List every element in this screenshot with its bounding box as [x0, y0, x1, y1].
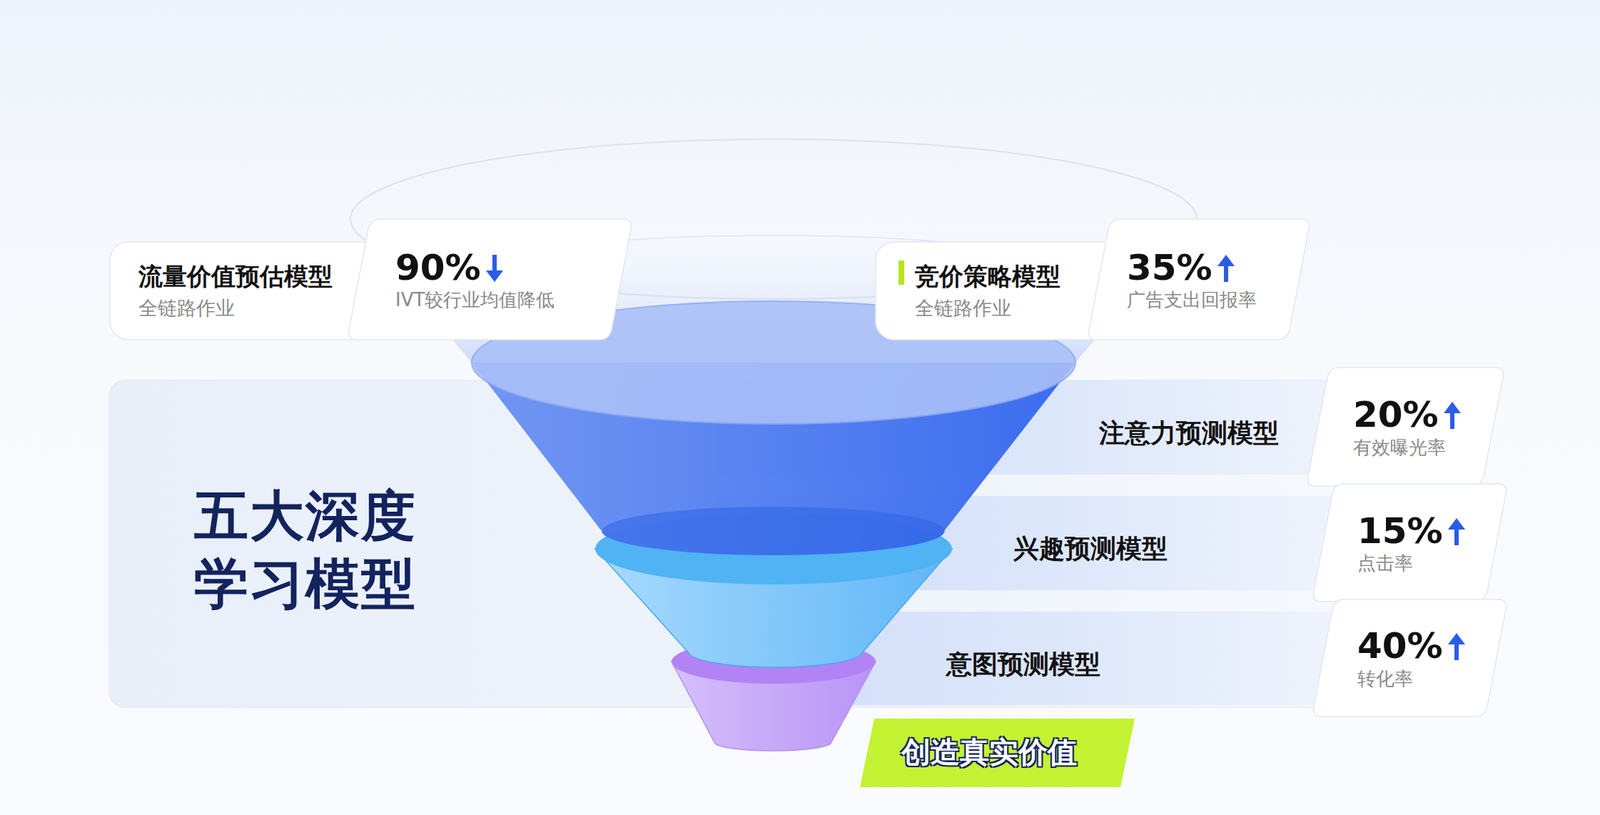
text-line: IVT较行业均值降低: [395, 289, 555, 312]
text-stack: 15%点击率: [1357, 483, 1466, 602]
stat-caption: 点击率: [1357, 553, 1414, 575]
text-line: 广告支出回报率: [1126, 289, 1257, 312]
text-line: 点击率: [1357, 553, 1466, 575]
model-name: 竞价策略模型: [914, 262, 1061, 291]
text-line: 全链路作业: [914, 296, 1061, 320]
stat-card: 20%有效曝光率: [1305, 367, 1506, 486]
text-stack: 注意力预测模型: [1099, 380, 1279, 486]
model-name: 五大深度 学习模型: [194, 481, 477, 618]
trend-arrow: [1447, 516, 1466, 547]
model-name: 注意力预测模型: [1099, 418, 1279, 448]
stat-caption: 有效曝光率: [1353, 437, 1446, 459]
text-stack: 90%IVT较行业均值降低: [395, 219, 555, 340]
model-subtitle: 全链路作业: [138, 296, 235, 320]
model-band: 注意力预测模型: [1091, 380, 1306, 486]
stat-value: 15%: [1357, 510, 1443, 553]
text-line: 转化率: [1357, 668, 1466, 691]
model-name: 意图预测模型: [946, 649, 1101, 679]
trend-arrow: [1216, 253, 1236, 284]
model-subtitle: 全链路作业: [914, 296, 1012, 320]
text-line: 五大深度 学习模型: [194, 481, 477, 618]
text-line: 90%: [395, 247, 555, 290]
stat-value: 90%: [395, 247, 481, 290]
stat-card: 35%广告支出回报率: [1086, 219, 1311, 340]
text-line: 竞价策略模型: [914, 262, 1061, 291]
text-stack: 40%转化率: [1357, 599, 1466, 717]
stat-value: 40%: [1357, 625, 1443, 668]
model-band: 意图预测模型: [939, 611, 1154, 717]
text-line: 15%: [1357, 510, 1466, 553]
stat-value: 20%: [1353, 394, 1439, 437]
text-line: 注意力预测模型: [1099, 418, 1279, 448]
stat-caption: IVT较行业均值降低: [395, 289, 555, 312]
model-band: 兴趣预测模型: [1006, 495, 1221, 602]
stat-caption: 转化率: [1357, 668, 1414, 691]
text-stack: 流量价值预估模型全链路作业: [138, 241, 333, 340]
stat-caption: 广告支出回报率: [1126, 289, 1257, 312]
model-name: 流量价值预估模型: [138, 262, 333, 291]
text-line: 20%: [1353, 394, 1462, 437]
text-line: 全链路作业: [138, 296, 333, 320]
model-name: 创造真实价值: [901, 735, 1077, 770]
stat-card: 15%点击率: [1311, 483, 1508, 602]
heading-panel: 五大深度 学习模型: [109, 380, 609, 719]
text-line: 40%: [1357, 625, 1466, 668]
value-tag: 创造真实价值: [859, 718, 1135, 788]
text-stack: 创造真实价值: [901, 718, 1077, 788]
text-line: 35%: [1126, 247, 1257, 290]
text-line: 流量价值预估模型: [138, 262, 333, 291]
stat-card: 40%转化率: [1311, 599, 1508, 717]
text-line: 创造真实价值: [901, 735, 1077, 770]
stat-value: 35%: [1126, 247, 1213, 290]
text-stack: 五大深度 学习模型: [194, 380, 477, 719]
text-stack: 意图预测模型: [946, 611, 1101, 717]
trend-arrow: [485, 253, 504, 284]
text-line: 意图预测模型: [946, 649, 1101, 679]
text-stack: 兴趣预测模型: [1013, 495, 1168, 602]
text-line: 兴趣预测模型: [1013, 533, 1168, 564]
stat-card: 90%IVT较行业均值降低: [346, 219, 634, 340]
text-stack: 35%广告支出回报率: [1126, 219, 1257, 340]
trend-arrow: [1442, 400, 1462, 431]
text-stack: 竞价策略模型全链路作业: [914, 241, 1061, 340]
text-line: 有效曝光率: [1353, 437, 1462, 459]
text-stack: 20%有效曝光率: [1353, 367, 1462, 486]
model-name: 兴趣预测模型: [1013, 533, 1168, 564]
accent-bar: [898, 260, 905, 285]
box-outline: [346, 219, 634, 340]
trend-arrow: [1447, 631, 1466, 662]
